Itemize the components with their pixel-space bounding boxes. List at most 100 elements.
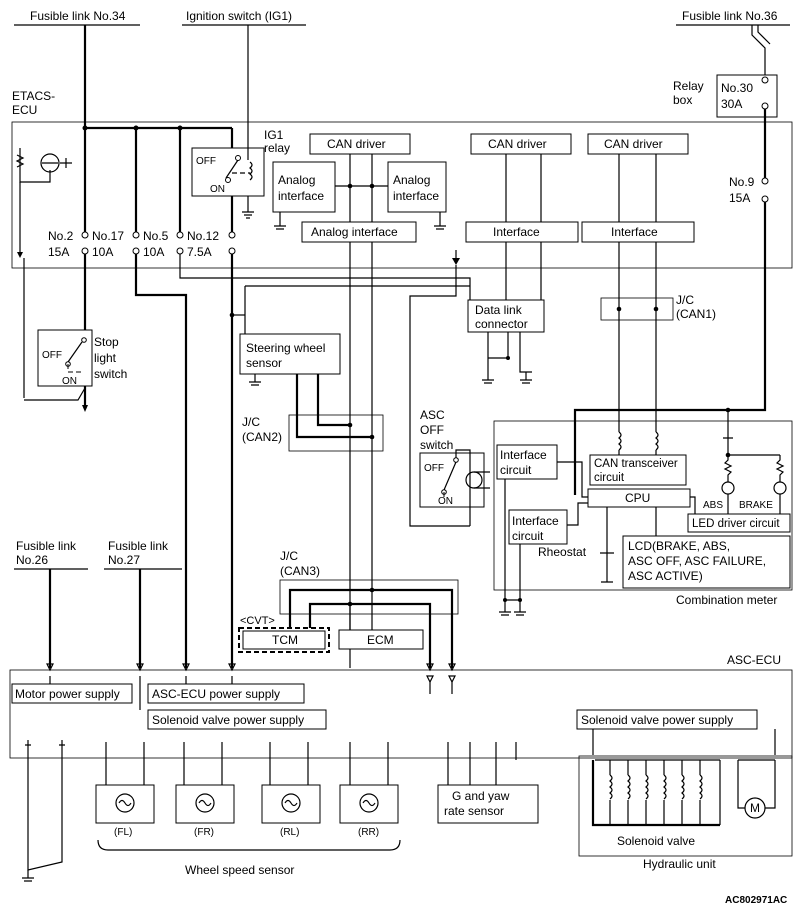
etacs-label-b: ECU: [12, 103, 37, 117]
analog-interface-right: [387, 161, 447, 213]
stop-switch-a: Stop: [94, 335, 119, 349]
analog-interface-label: Analog interface: [311, 225, 398, 239]
fuse-no17-rating: 10A: [92, 245, 113, 259]
tcm-box: [242, 630, 326, 650]
wheel-rr-label: (RR): [358, 827, 379, 838]
fuse-no2-label: No.2: [48, 229, 74, 243]
hydraulic-unit-box: [578, 755, 793, 857]
if1-b: circuit: [500, 463, 532, 477]
if2-a: Interface: [512, 514, 559, 528]
can-driver-2: [470, 133, 572, 155]
jc-can3: [279, 579, 459, 615]
stop-switch-off: OFF: [42, 350, 62, 361]
motor-ps-label: Motor power supply: [15, 687, 120, 701]
jc-can3-a: J/C: [280, 549, 298, 563]
jc-can3-b: (CAN3): [280, 564, 320, 578]
g-yaw-b: rate sensor: [444, 804, 504, 818]
fuse-30-rating: 30A: [721, 97, 742, 111]
tcm-label: TCM: [272, 633, 298, 647]
ignition-switch-label: Ignition switch (IG1): [186, 9, 292, 23]
combination-meter-box: [493, 420, 793, 591]
asc-off-switch-off: OFF: [424, 463, 444, 474]
wheel-sensor-fr-icon: [195, 793, 215, 813]
can-driver-1-label: CAN driver: [327, 137, 386, 151]
ecm-box: [338, 629, 424, 650]
pump-motor-label: M: [750, 801, 760, 815]
fuse-9-label: No.9: [729, 175, 755, 189]
dlc-b: connector: [475, 317, 528, 331]
asc-off-switch-on: ON: [438, 496, 453, 507]
can-tr-b: circuit: [594, 472, 625, 484]
asc-off-c: switch: [420, 438, 453, 452]
motor-power-supply: [11, 683, 133, 704]
asc-ecu-box: [9, 669, 793, 759]
wheel-rl-label: (RL): [280, 827, 299, 838]
fuse-no5-rating: 10A: [143, 245, 164, 259]
etacs-ecu-box: [11, 121, 793, 269]
abs-lamp-icon: [721, 481, 735, 495]
ecm-label: ECM: [367, 633, 394, 647]
can-tr-a: CAN transceiver: [594, 458, 678, 470]
brake-lamp-label: BRAKE: [739, 500, 773, 511]
rheostat-label: Rheostat: [538, 545, 587, 559]
cpu-label: CPU: [625, 491, 650, 505]
relay-box-label-a: Relay: [673, 79, 704, 93]
steering-wheel-sensor: [239, 333, 341, 375]
lcd-c: ASC ACTIVE): [628, 569, 703, 583]
stop-switch-b: light: [94, 351, 117, 365]
fuse-no5: [176, 231, 184, 255]
interface-box-1: [465, 221, 579, 243]
asc-off-switch: [419, 452, 485, 508]
interface-circuit-1: [496, 444, 558, 480]
jc-can2: [288, 414, 384, 452]
figure-code: AC802971AC: [725, 895, 787, 906]
lcd-a: LCD(BRAKE, ABS,: [628, 539, 730, 553]
can-driver-2-label: CAN driver: [488, 137, 547, 151]
wheel-sensor-rl-icon: [281, 793, 301, 813]
analog-if-right-b: interface: [393, 189, 439, 203]
interface-circuit-2: [508, 509, 568, 545]
wheel-fr-label: (FR): [194, 827, 214, 838]
interface-2-label: Interface: [611, 225, 658, 239]
stop-switch-c: switch: [94, 367, 127, 381]
solenoid-valve-label: Solenoid valve: [617, 834, 695, 848]
led-driver-circuit: [687, 513, 791, 533]
ig1-relay-label-a: IG1: [264, 128, 284, 142]
jc-can1-a: J/C: [676, 293, 694, 307]
wheel-sensor-rr-icon: [359, 793, 379, 813]
lcd-box: [622, 535, 791, 589]
fusible-26-a: Fusible link: [16, 539, 77, 553]
solenoid-ps-label: Solenoid valve power supply: [152, 713, 304, 727]
ascecu-ps-label: ASC-ECU power supply: [152, 687, 280, 701]
fusible-link-34-label: Fusible link No.34: [30, 9, 126, 23]
interface-box-2: [581, 221, 695, 243]
fuse-no12: [228, 231, 236, 255]
led-driver-label: LED driver circuit: [692, 518, 780, 530]
analog-interface-left: [272, 161, 336, 213]
dlc-a: Data link: [475, 303, 523, 317]
asc-ecu-label: ASC-ECU: [727, 653, 781, 667]
jc-can1-b: (CAN1): [676, 307, 716, 321]
fuse-no12-label: No.12: [187, 229, 219, 243]
cpu-box: [587, 488, 691, 508]
fuse-no17: [132, 231, 140, 255]
solenoid-ps2-label: Solenoid valve power supply: [581, 713, 733, 727]
solenoid-power-supply-2: [576, 709, 758, 730]
data-link-connector: [467, 299, 545, 333]
can-driver-3: [587, 133, 689, 155]
brake-lamp-icon: [773, 481, 787, 495]
combination-meter-label: Combination meter: [676, 593, 777, 607]
asc-off-b: OFF: [420, 423, 444, 437]
etacs-label-a: ETACS-: [12, 89, 55, 103]
g-yaw-a: G and yaw: [452, 789, 510, 803]
analog-if-left-a: Analog: [278, 173, 315, 187]
fuse-30-label: No.30: [721, 81, 753, 95]
can-driver-1: [309, 133, 411, 155]
if2-b: circuit: [512, 529, 544, 543]
fuse-no17-label: No.17: [92, 229, 124, 243]
wheel-speed-sensor-label: Wheel speed sensor: [185, 863, 294, 877]
fusible-link-36-label: Fusible link No.36: [682, 9, 778, 23]
cvt-tag: <CVT>: [240, 615, 275, 627]
